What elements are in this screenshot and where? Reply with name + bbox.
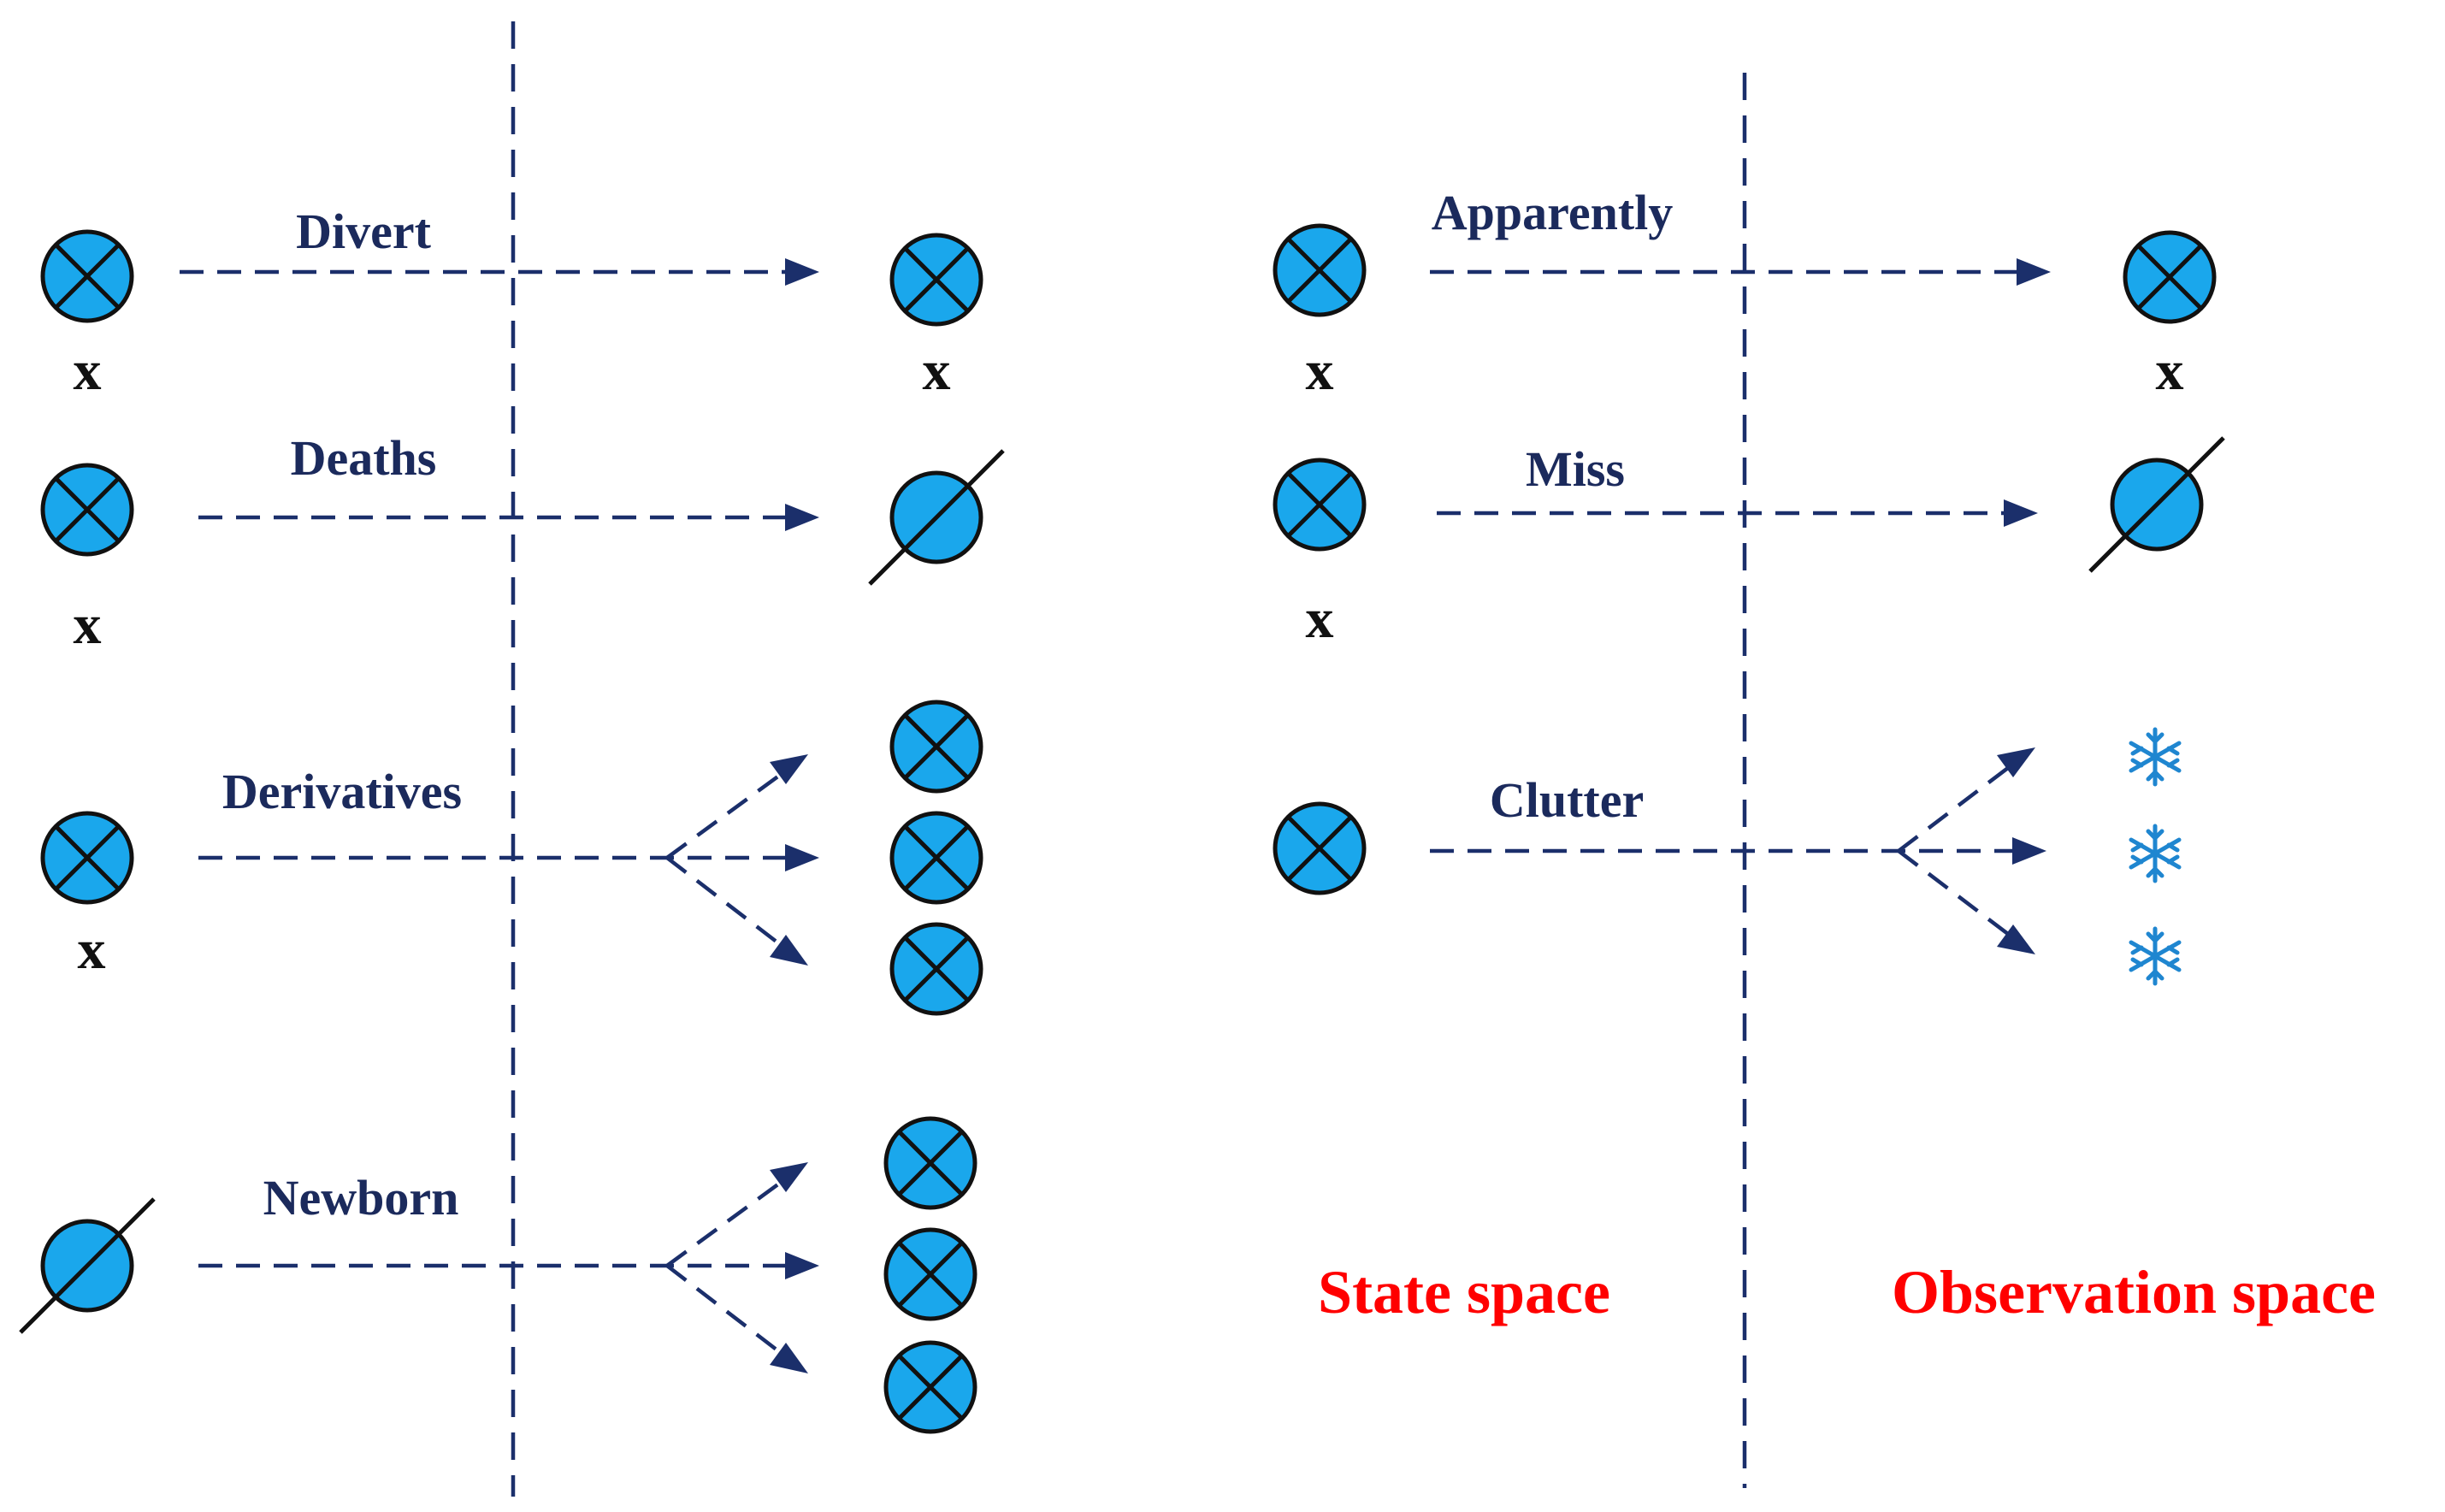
target-icon	[1275, 226, 1364, 315]
snowflake-icon	[2131, 929, 2179, 983]
arrow-clutter-down	[1897, 849, 2024, 947]
arrowhead-icon	[2004, 499, 2038, 527]
target-icon	[2125, 233, 2214, 322]
no-target-icon	[2090, 438, 2224, 571]
arrowhead-icon	[2012, 837, 2046, 865]
x-marker: x	[74, 340, 102, 402]
arrow-derivatives-down	[665, 856, 797, 958]
target-icon	[886, 1343, 975, 1432]
label-deaths: Deaths	[291, 430, 437, 486]
no-target-icon	[21, 1199, 154, 1332]
arrowhead-icon	[2017, 258, 2051, 286]
state-space-label: State space	[1318, 1258, 1610, 1326]
arrowhead-icon	[770, 935, 808, 966]
label-derivatives: Derivatives	[222, 764, 462, 819]
x-marker: x	[74, 594, 102, 656]
arrow-derivatives-up	[665, 762, 797, 859]
target-icon	[43, 232, 132, 321]
arrow-newborn-up	[665, 1170, 797, 1267]
target-icon	[892, 924, 981, 1013]
arrow-newborn-down	[665, 1264, 797, 1366]
x-marker: x	[1306, 340, 1334, 402]
arrowhead-icon	[1997, 747, 2035, 777]
label-miss: Miss	[1526, 441, 1625, 497]
arrowhead-icon	[785, 844, 819, 871]
arrowhead-icon	[770, 1343, 808, 1373]
arrowhead-icon	[770, 1162, 808, 1192]
x-marker: x	[1306, 588, 1334, 650]
target-icon	[892, 813, 981, 902]
target-icon	[43, 465, 132, 554]
x-marker: x	[2156, 340, 2184, 402]
label-apparently: Apparently	[1432, 185, 1674, 240]
label-newborn: Newborn	[263, 1170, 459, 1226]
snowflake-icon	[2131, 826, 2179, 881]
target-icon	[1275, 804, 1364, 893]
arrowhead-icon	[785, 504, 819, 531]
x-marker: x	[78, 918, 106, 981]
target-icon	[43, 813, 132, 902]
target-icon	[892, 235, 981, 324]
target-icon	[886, 1119, 975, 1208]
label-clutter: Clutter	[1490, 772, 1644, 828]
x-marker: x	[923, 340, 951, 402]
label-divert: Divert	[296, 204, 431, 259]
target-icon	[1275, 460, 1364, 549]
arrowhead-icon	[770, 754, 808, 784]
observation-space-label: Observation space	[1892, 1258, 2376, 1326]
target-icon	[886, 1230, 975, 1319]
no-target-icon	[870, 451, 1003, 584]
arrowhead-icon	[1997, 924, 2035, 954]
arrowhead-icon	[785, 1252, 819, 1279]
arrowhead-icon	[785, 258, 819, 286]
target-icon	[892, 702, 981, 791]
arrow-clutter-up	[1897, 755, 2024, 853]
snowflake-icon	[2131, 729, 2179, 784]
